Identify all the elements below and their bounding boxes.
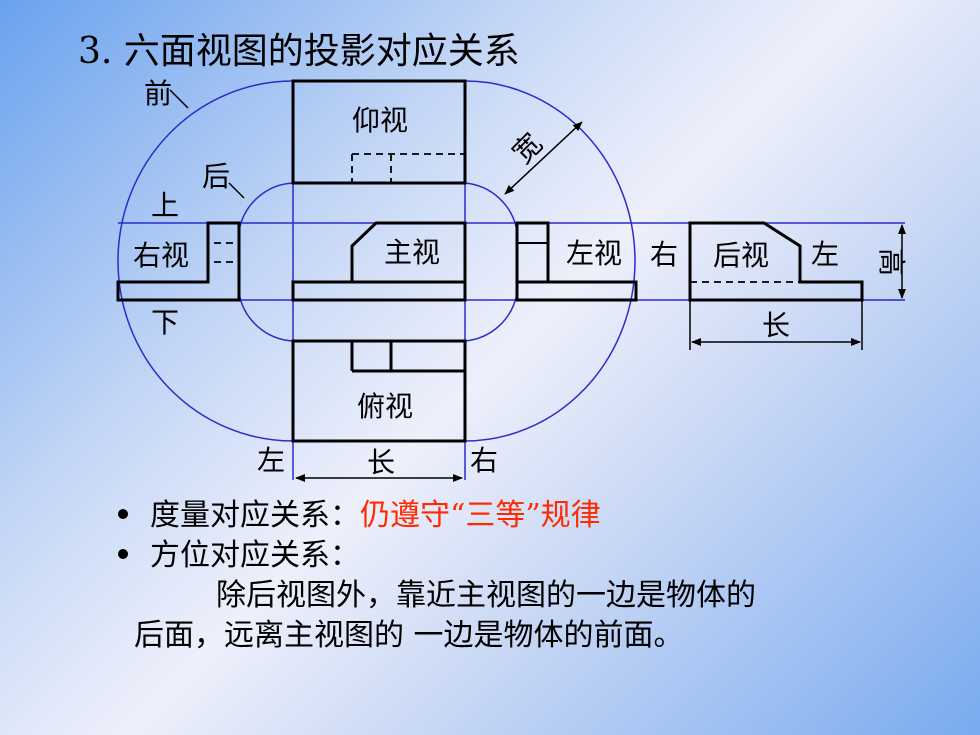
top-view-box	[291, 339, 467, 443]
up-direction-label: 上	[151, 189, 179, 222]
left-view-shape	[515, 221, 638, 302]
bottom-view-box	[291, 79, 467, 185]
width-dim-label: 宽	[506, 127, 549, 170]
width-dim	[504, 121, 583, 195]
page-title: 3. 六面视图的投影对应关系	[78, 31, 520, 72]
bullet-orientation-relation: 方位对应关系：	[118, 536, 756, 576]
bottom-view-label: 仰视	[352, 104, 408, 137]
right-view-label: 右视	[133, 239, 189, 272]
height-dim-label: 高	[875, 248, 908, 276]
bullet-1-prefix: 度量对应关系：	[150, 498, 360, 533]
inner-loop	[238, 182, 518, 342]
front-direction-label: 前	[144, 77, 172, 110]
left-view-label: 左视	[566, 237, 622, 270]
right-label-under-top: 右	[470, 444, 498, 477]
right-view-shape	[116, 221, 241, 302]
back-leader	[228, 182, 245, 199]
bullet-dot-icon	[118, 509, 128, 519]
dimension-lines	[169, 89, 906, 482]
bullet-2-line-1: 除后视图外，靠近主视图的一边是物体的	[216, 578, 756, 613]
back-view-label: 后视	[713, 239, 769, 272]
front-view-label: 主视	[384, 236, 440, 269]
bullet-1-highlight: 仍遵守“三等”规律	[360, 498, 601, 533]
back-direction-label: 后	[202, 160, 230, 193]
right-label-left-view: 右	[650, 238, 678, 271]
left-label-back-view: 左	[811, 238, 839, 271]
top-view-label: 俯视	[357, 390, 413, 423]
bullet-2-line-2: 后面，远离主视图的 一边是物体的前面。	[134, 618, 684, 653]
back-view-shape	[688, 221, 864, 302]
length-dim-label-top: 长	[367, 446, 395, 479]
left-label-under-top: 左	[257, 444, 285, 477]
length-dim-label-back: 长	[762, 309, 790, 342]
hidden-lines	[214, 153, 800, 283]
front-leader	[169, 89, 189, 109]
bullet-measure-relation: 度量对应关系：仍遵守“三等”规律	[118, 496, 756, 536]
view-shapes	[116, 79, 864, 443]
front-view-shape	[291, 221, 467, 302]
down-direction-label: 下	[151, 306, 179, 339]
bullet-list: 度量对应关系：仍遵守“三等”规律 方位对应关系： 除后视图外，靠近主视图的一边是…	[118, 496, 756, 656]
bullet-2-text: 方位对应关系：	[150, 538, 360, 573]
bullet-dot-icon	[118, 549, 128, 559]
